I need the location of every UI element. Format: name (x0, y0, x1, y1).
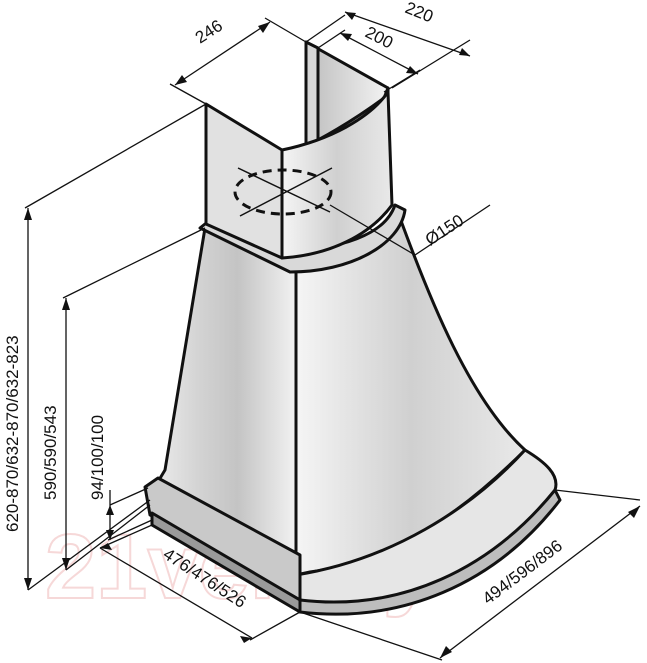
hood-body (143, 203, 562, 616)
outlet-centerline (237, 167, 331, 213)
base-height-label: 94/100/100 (88, 415, 107, 500)
dimension-lines (24, 11, 641, 661)
chimney-width-label: 246 (192, 16, 226, 47)
hood-height-label: 590/590/543 (41, 405, 60, 500)
outlet-diameter-label: Ø150 (422, 211, 467, 250)
outlet-circle (233, 168, 333, 216)
chimney (204, 40, 394, 260)
dimension-arrows (24, 12, 640, 658)
chimney-depth-outer-label: 220 (403, 0, 436, 26)
outlet-centerline (239, 167, 333, 217)
total-height-label: 620-870/632-870/632-823 (3, 335, 22, 532)
